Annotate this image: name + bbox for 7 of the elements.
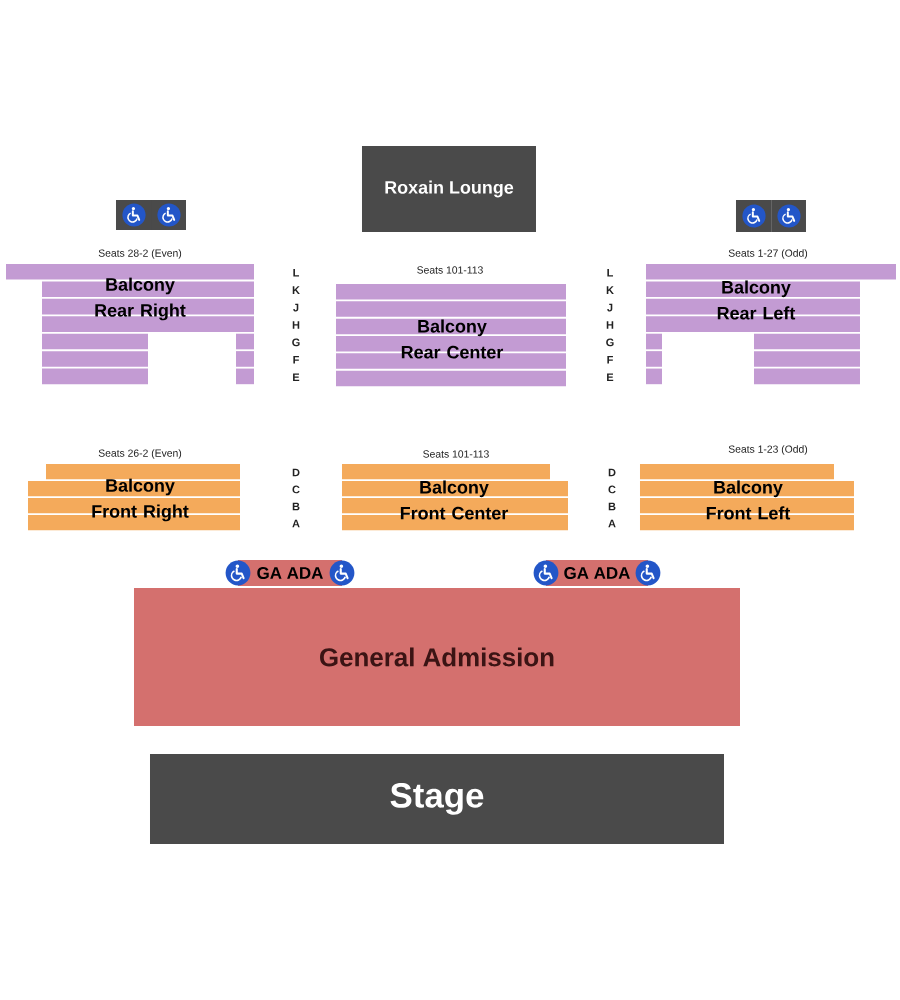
seating-section: Balcony Rear Left xyxy=(646,264,896,385)
node-label: GA ADA xyxy=(257,567,323,579)
stage-block: Stage xyxy=(150,754,724,844)
node-label: GA ADA xyxy=(564,567,630,579)
seating-section: Balcony Rear Center xyxy=(336,284,566,387)
seating-section: Balcony Rear Right xyxy=(6,264,254,385)
lounge-block: Roxain Lounge xyxy=(362,146,536,232)
